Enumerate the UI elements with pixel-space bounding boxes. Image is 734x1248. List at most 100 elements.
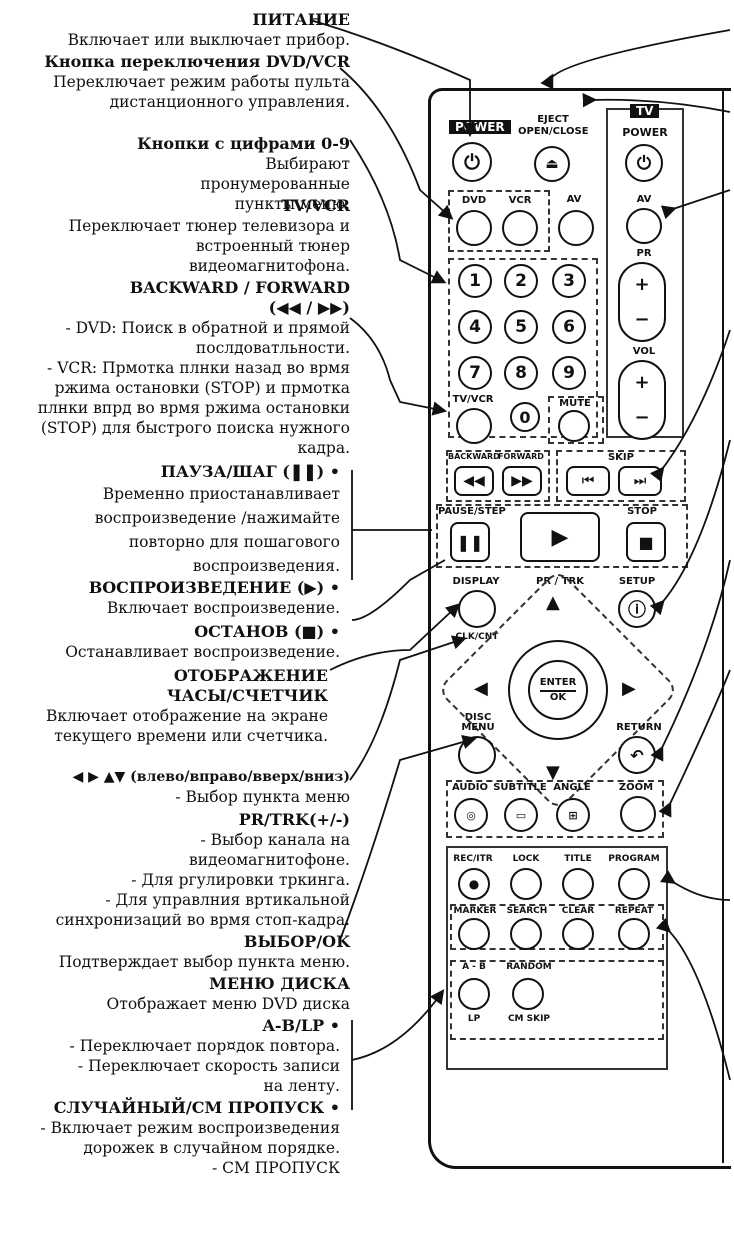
desc-random: СЛУЧАЙНЫЙ/СМ ПРОПУСК • - Включает режим …	[0, 1098, 340, 1178]
prtrk-label: PR / TRK	[536, 576, 584, 587]
lp-label: LP	[467, 1014, 481, 1024]
digit-3-button[interactable]: 3	[552, 264, 586, 298]
clear-button[interactable]	[562, 918, 594, 950]
vcr-label: VCR	[508, 195, 532, 206]
subtitle-icon: ▭	[515, 808, 527, 822]
angle-label: ANGLE	[553, 782, 591, 793]
nav-right-button[interactable]: ▶	[622, 678, 636, 699]
vol-rocker[interactable]: + −	[618, 360, 666, 440]
digit-8-button[interactable]: 8	[504, 356, 538, 390]
marker-label: MARKER	[453, 906, 497, 916]
disc-menu-button[interactable]	[458, 736, 496, 774]
desc-stop: ОСТАНОВ (■) • Останавливает воспроизведе…	[0, 622, 340, 662]
digit-5-button[interactable]: 5	[504, 310, 538, 344]
rectr-label: REC/ITR	[453, 854, 493, 864]
openclose-label: OPEN/CLOSE	[518, 126, 589, 137]
desc-line: - VCR: Прмотка плнки назад во врмя ржима…	[37, 359, 350, 457]
arrow-up-icon: ▲	[546, 592, 560, 613]
digits-group	[448, 258, 598, 438]
tv-power-button[interactable]: ⏻	[625, 144, 663, 182]
audio-button[interactable]: ◎	[454, 798, 488, 832]
title-label: TITLE	[564, 854, 592, 864]
dvd-button[interactable]	[456, 210, 492, 246]
digit-1-button[interactable]: 1	[458, 264, 492, 298]
desc-title: PR/TRK(+/-)	[238, 810, 350, 829]
nav-left-button[interactable]: ◀	[474, 678, 488, 699]
desc-line: - Для ргулировки тркинга.	[131, 871, 350, 889]
desc-tvvcr: TV/VCR Переключает тюнер телевизора и вс…	[0, 196, 350, 276]
power-button[interactable]: ⏻	[452, 142, 492, 182]
tv-label: TV	[630, 104, 660, 118]
pausestep-label: PAUSE/STEP	[438, 506, 506, 517]
audio-label: AUDIO	[451, 782, 489, 793]
repeat-button[interactable]	[618, 918, 650, 950]
desc-title: ВЫБОР/OK	[243, 932, 350, 951]
desc-title: TV/VCR	[281, 196, 350, 215]
digit-7-button[interactable]: 7	[458, 356, 492, 390]
skip-forward-icon: ⏭	[633, 473, 647, 489]
digit-0-button[interactable]: 0	[510, 402, 540, 432]
angle-button[interactable]: ⊞	[556, 798, 590, 832]
subtitle-button[interactable]: ▭	[504, 798, 538, 832]
desc-pause: ПАУЗА/ШАГ (❚❚) • Временно приостанавлива…	[0, 462, 340, 578]
desc-title: ПАУЗА/ШАГ (❚❚) •	[160, 462, 340, 481]
enter-ok-button[interactable]: ENTER OK	[528, 660, 588, 720]
nav-up-button[interactable]: ▲	[546, 592, 560, 613]
vcr-button[interactable]	[502, 210, 538, 246]
ok-label: OK	[549, 692, 567, 703]
digit-6-button[interactable]: 6	[552, 310, 586, 344]
return-button[interactable]: ↶	[618, 736, 656, 774]
tvvcr-button[interactable]	[456, 408, 492, 444]
title-button[interactable]	[562, 868, 594, 900]
digit-4-button[interactable]: 4	[458, 310, 492, 344]
random-cmskip-button[interactable]	[512, 978, 544, 1010]
info-icon: ⓘ	[628, 600, 646, 621]
zoom-label: ZOOM	[618, 782, 654, 793]
program-button[interactable]	[618, 868, 650, 900]
search-button[interactable]	[510, 918, 542, 950]
display-button[interactable]	[458, 590, 496, 628]
skip-back-button[interactable]: ⏮	[566, 466, 610, 496]
dvd-label: DVD	[461, 195, 487, 206]
desc-ok: ВЫБОР/OK Подтверждает выбор пункта меню.	[0, 932, 350, 972]
zoom-button[interactable]	[620, 796, 656, 832]
digit-9-button[interactable]: 9	[552, 356, 586, 390]
tv-av-button[interactable]	[626, 208, 662, 244]
desc-title: ◀ ▶ ▲▼ (влево/вправо/вверх/вниз)	[72, 769, 350, 785]
av-button[interactable]	[558, 210, 594, 246]
skip-back-icon: ⏮	[581, 473, 595, 489]
desc-line: - СМ ПРОПУСК	[211, 1159, 340, 1177]
leader-transport	[351, 470, 432, 580]
mute-button[interactable]	[558, 410, 590, 442]
display-label: DISPLAY	[452, 576, 500, 587]
ab-lp-button[interactable]	[458, 978, 490, 1010]
nav-down-button[interactable]: ▼	[546, 762, 560, 783]
forward-label: FORWARD	[498, 452, 544, 461]
subtitle-label: SUBTITLE	[493, 782, 547, 793]
angle-icon: ⊞	[568, 808, 578, 822]
clear-label: CLEAR	[561, 906, 595, 916]
pause-button[interactable]: ❚❚	[450, 522, 490, 562]
stop-button[interactable]: ■	[626, 522, 666, 562]
forward-button[interactable]: ▶▶	[502, 466, 542, 496]
marker-button[interactable]	[458, 918, 490, 950]
pr-label: PR	[636, 248, 652, 259]
rec-button[interactable]: ●	[458, 868, 490, 900]
setup-button[interactable]: ⓘ	[618, 590, 656, 628]
desc-title: ПИТАНИЕ	[252, 10, 350, 29]
backward-button[interactable]: ◀◀	[454, 466, 494, 496]
desc-title: Кнопка переключения DVD/VCR	[44, 52, 350, 71]
skip-forward-button[interactable]: ⏭	[618, 466, 662, 496]
menu-label: MENU	[461, 722, 495, 733]
desc-title: ОСТАНОВ (■) •	[194, 622, 340, 641]
desc-bwfw: BACKWARD / FORWARD (◀◀ / ▶▶) - DVD: Поис…	[0, 278, 350, 458]
lock-button[interactable]	[510, 868, 542, 900]
desc-text: Временно приостанавливает воспроизведени…	[94, 485, 340, 575]
leader-bwfw	[349, 317, 448, 416]
pr-rocker[interactable]: + −	[618, 262, 666, 342]
desc-title: A-B/LP •	[262, 1016, 341, 1035]
remote-edge	[722, 88, 734, 1163]
eject-button[interactable]: ⏏	[534, 146, 570, 182]
play-button[interactable]: ▶	[520, 512, 600, 562]
digit-2-button[interactable]: 2	[504, 264, 538, 298]
